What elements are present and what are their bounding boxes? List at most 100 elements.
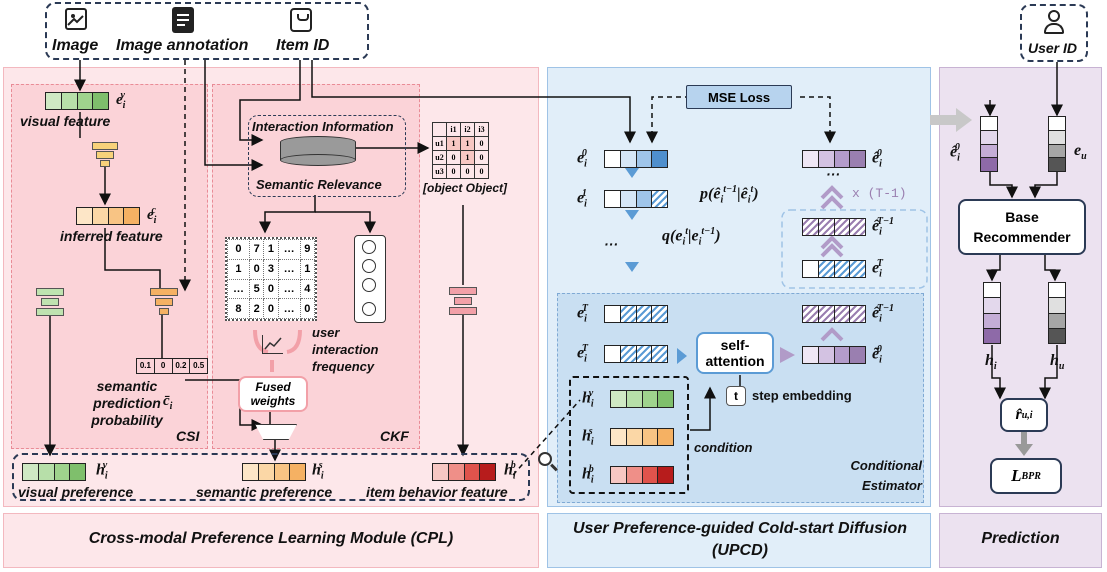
- r-hat-box: r̂u,i: [1000, 398, 1048, 432]
- item-id-label: Item ID: [276, 37, 330, 54]
- step-symbol: t: [734, 389, 738, 403]
- h-i-b-symbol: hib: [504, 460, 516, 482]
- frequency-cell: 1: [299, 258, 316, 280]
- eT-vector-2: [604, 345, 668, 363]
- frequency-cell: …: [277, 298, 301, 319]
- e-hat-T-1-symbol: êiT−1: [872, 216, 895, 238]
- cond-semantic-vector: [610, 428, 674, 446]
- matrix-cell: 1: [446, 136, 461, 151]
- e-T-vector-reverse: [802, 260, 866, 278]
- inferred-feature-label: inferred feature: [60, 228, 163, 244]
- database-icon: [280, 136, 356, 172]
- e1-vector: [604, 190, 668, 208]
- eT-vector: [604, 305, 668, 323]
- visual-feature-label: visual feature: [20, 113, 111, 129]
- upcd-title-box: [547, 513, 931, 568]
- e-i-1-symbol: ei1: [577, 188, 587, 210]
- base-recommender-label: Base Recommender: [973, 209, 1071, 245]
- e-u-symbol: eu: [1074, 142, 1087, 163]
- e-hat-T-1-symbol-2: êiT−1: [872, 303, 895, 325]
- conditional-estimator-label: Conditional Estimator: [812, 456, 923, 496]
- prediction-panel: [939, 67, 1102, 507]
- step-box: t: [726, 386, 746, 406]
- item-input-group: [45, 2, 369, 60]
- fused-weights-box: Fused weights: [238, 376, 308, 412]
- self-attention-box: self-attention: [696, 332, 774, 374]
- frequency-cell: 8: [227, 298, 250, 319]
- frequency-cell: 7: [248, 239, 265, 260]
- condition-group: [569, 376, 689, 494]
- conditional-estimator-text: Conditional Estimator: [850, 458, 923, 493]
- cpl-title-box: [3, 513, 539, 568]
- user-icon: [1044, 10, 1064, 34]
- preference-group: [12, 453, 530, 501]
- forward-process-formula: q(eit|eit−1): [662, 226, 721, 248]
- frequency-cell: 0: [263, 278, 279, 300]
- e-i-v-symbol: eiv: [116, 90, 126, 111]
- encoder-block-visual: [36, 288, 64, 316]
- encoder-block-semantic: [150, 288, 178, 315]
- semantic-relevance-label: Semantic Relevance: [256, 177, 382, 192]
- prob-value: 0.1: [137, 359, 155, 373]
- matrix-cell: 0: [446, 164, 461, 179]
- matrix-row-label: u2: [432, 150, 447, 165]
- condition-label: condition: [694, 440, 753, 455]
- h-i-s-symbol: his: [312, 460, 324, 482]
- e-hat-0-symbol: êi0: [872, 148, 882, 170]
- e0-vector: [604, 150, 668, 168]
- frequency-cell: 0: [248, 258, 265, 280]
- h-i-b-cond: hib: [582, 464, 594, 486]
- visual-feature-vector: [45, 92, 109, 110]
- e-i-T-symbol-2: eiT: [577, 343, 588, 365]
- prediction-title-box: [939, 513, 1102, 568]
- document-icon: [172, 7, 194, 33]
- item-behavior-feature-label: item behavior feature: [366, 484, 508, 500]
- reverse-process-formula: p(êit−1|êit): [700, 184, 759, 206]
- frequency-cell: 1: [263, 239, 279, 260]
- matrix-cell: 0: [474, 136, 489, 151]
- matrix-header-cell: i2: [460, 122, 475, 137]
- behavior-feature-vector: [432, 463, 496, 481]
- user-icon-3: [362, 278, 376, 292]
- matrix-header-cell: i1: [446, 122, 461, 137]
- h-i-s-cond: his: [582, 426, 594, 448]
- e-tilde-0-symbol: ẽi0: [872, 344, 882, 366]
- prob-value: 0: [155, 359, 173, 373]
- user-icon-4: [362, 302, 376, 316]
- visual-preference-label: visual preference: [18, 484, 134, 500]
- decoder-block-1: [92, 142, 118, 167]
- dots-label: ···: [604, 236, 618, 252]
- fused-weights-label: Fused weights: [250, 380, 296, 408]
- frequency-cell: 2: [248, 298, 265, 319]
- frequency-cell: 0: [299, 298, 316, 319]
- cpl-title: Cross-modal Preference Learning Module (…: [88, 530, 454, 547]
- e-T-symbol-reverse: eiT: [872, 258, 883, 280]
- frequency-cell: 1: [227, 258, 250, 280]
- h-u-symbol: hu: [1050, 352, 1065, 373]
- cond-behavior-vector: [610, 466, 674, 484]
- step-embedding-label: step embedding: [752, 388, 852, 403]
- matrix-cell: 1: [460, 150, 475, 165]
- e-hat-0-top-vector: [802, 150, 866, 168]
- interaction-information-box: [248, 115, 406, 197]
- e-u-column: [1048, 116, 1066, 172]
- frequency-cell: …: [277, 278, 301, 300]
- e-hat-T-1-vector: [802, 218, 866, 236]
- image-icon: [65, 8, 87, 30]
- matrix-row-label: u3: [432, 164, 447, 179]
- semantic-preference-vector: [242, 463, 306, 481]
- h-i-column: [983, 282, 1001, 344]
- encoder-block-behavior: [449, 287, 477, 315]
- csi-label: CSI: [176, 428, 200, 444]
- mse-loss-label: MSE Loss: [707, 89, 771, 105]
- interaction-matrix-label: [object Object]: [423, 181, 508, 195]
- prob-value: 0.5: [193, 361, 205, 370]
- frequency-cell: 4: [299, 278, 316, 300]
- matrix-header-cell: i3: [474, 122, 489, 137]
- matrix-cell: 1: [460, 136, 475, 151]
- semantic-preference-label: semantic preference: [196, 484, 333, 500]
- mse-loss-box: MSE Loss: [686, 85, 792, 109]
- user-icon-1: [362, 240, 376, 254]
